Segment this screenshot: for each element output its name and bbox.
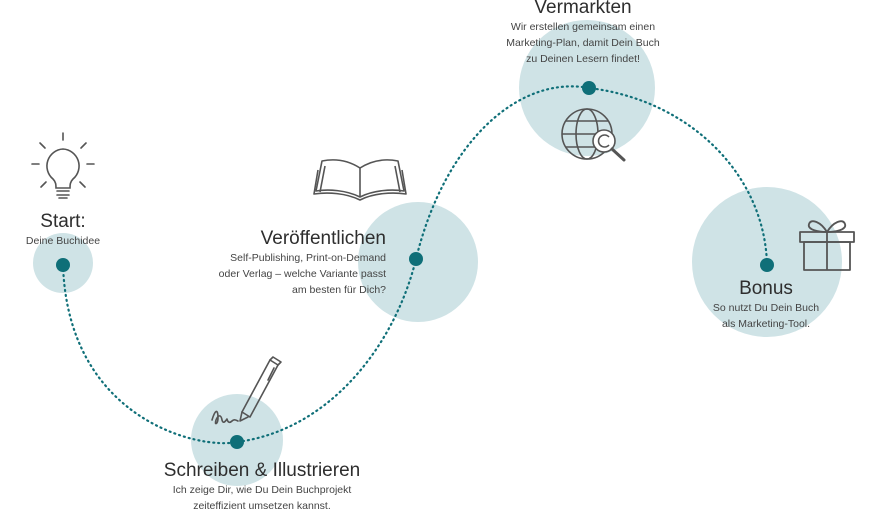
step-start-desc: Deine Buchidee	[8, 233, 118, 249]
step-schreiben-desc: Ich zeige Dir, wie Du Dein Buchprojekt z…	[100, 482, 424, 514]
step-vermarkten-title: Vermarkten	[534, 0, 632, 18]
step-veroeffentlichen-title: Veröffentlichen	[260, 228, 386, 249]
step-vermarkten-desc-line: Marketing-Plan, damit Dein Buch	[506, 37, 660, 49]
veroeffentlichen-dot	[409, 252, 423, 266]
step-bonus: Bonus So nutzt Du Dein Buch als Marketin…	[680, 278, 852, 332]
start-dot	[56, 258, 70, 272]
step-schreiben-desc-line: Ich zeige Dir, wie Du Dein Buchprojekt	[172, 484, 352, 496]
step-schreiben: Schreiben & Illustrieren Ich zeige Dir, …	[100, 460, 424, 514]
step-vermarkten-desc: Wir erstellen gemeinsam einen Marketing-…	[470, 19, 696, 67]
schreiben-dot	[230, 435, 244, 449]
step-veroeffentlichen-desc: Self-Publishing, Print-on-Demand oder Ve…	[180, 250, 386, 298]
step-start: Start: Deine Buchidee	[8, 211, 118, 249]
vermarkten-dot	[582, 81, 596, 95]
step-veroeffentlichen-desc-line: Self-Publishing, Print-on-Demand	[230, 252, 386, 264]
bonus-dot	[760, 258, 774, 272]
step-bonus-desc: So nutzt Du Dein Buch als Marketing-Tool…	[680, 300, 852, 332]
step-veroeffentlichen: Veröffentlichen Self-Publishing, Print-o…	[180, 228, 386, 298]
step-bonus-title: Bonus	[739, 278, 793, 299]
step-start-desc-line: Deine Buchidee	[25, 235, 101, 247]
step-bonus-desc-line: als Marketing-Tool.	[721, 318, 811, 330]
pen-signature-icon	[211, 356, 282, 425]
gift-icon	[799, 220, 855, 271]
step-veroeffentlichen-desc-line: am besten für Dich?	[292, 284, 386, 296]
step-start-title: Start:	[40, 211, 86, 232]
step-veroeffentlichen-desc-line: oder Verlag – welche Variante passt	[218, 268, 386, 280]
step-schreiben-title: Schreiben & Illustrieren	[163, 460, 361, 481]
step-vermarkten-desc-line: Wir erstellen gemeinsam einen	[510, 21, 656, 33]
lightbulb-icon	[31, 132, 95, 199]
open-book-icon	[313, 159, 407, 201]
globe-copyright-icon	[561, 108, 626, 162]
step-schreiben-desc-line: zeiteffizient umsetzen kannst.	[193, 500, 331, 512]
step-vermarkten: Vermarkten Wir erstellen gemeinsam einen…	[470, 0, 696, 67]
step-vermarkten-desc-line: zu Deinen Lesern findet!	[526, 53, 640, 65]
step-bonus-desc-line: So nutzt Du Dein Buch	[712, 302, 820, 314]
